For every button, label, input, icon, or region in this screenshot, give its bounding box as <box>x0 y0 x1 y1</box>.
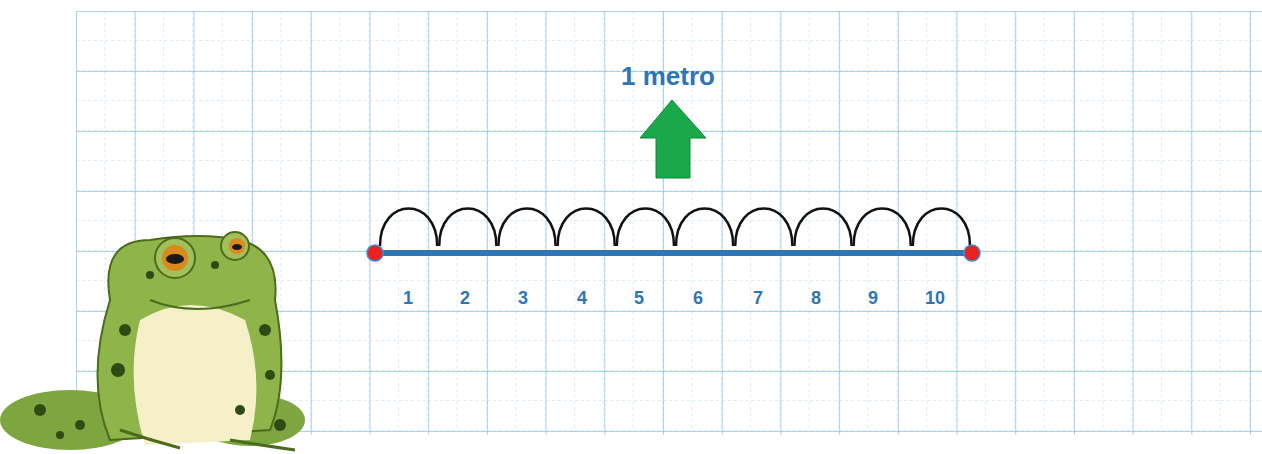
hop-number: 5 <box>634 289 644 307</box>
hop-number: 3 <box>518 289 528 307</box>
hop-arc <box>735 209 792 247</box>
hop-arc <box>854 209 911 247</box>
hop-arcs <box>380 209 970 247</box>
hop-arc <box>380 209 437 247</box>
hop-arc <box>439 209 496 247</box>
meter-line <box>375 250 972 256</box>
hop-number: 2 <box>460 289 470 307</box>
hop-arc <box>913 209 970 247</box>
hop-arc <box>794 209 851 247</box>
hop-arc <box>676 209 733 247</box>
hop-number: 10 <box>925 289 945 307</box>
hop-number: 7 <box>753 289 763 307</box>
hop-number: 4 <box>577 289 587 307</box>
frog-illustration <box>0 232 305 450</box>
end-dot <box>964 245 980 261</box>
end-dot <box>367 245 383 261</box>
up-arrow <box>640 100 706 178</box>
length-label: 1 metro <box>621 63 715 89</box>
hop-number: 1 <box>403 289 413 307</box>
hop-number: 6 <box>693 289 703 307</box>
hop-arc <box>498 209 555 247</box>
hop-arc <box>617 209 674 247</box>
hop-arc <box>558 209 615 247</box>
hop-number: 9 <box>868 289 878 307</box>
hop-number: 8 <box>811 289 821 307</box>
